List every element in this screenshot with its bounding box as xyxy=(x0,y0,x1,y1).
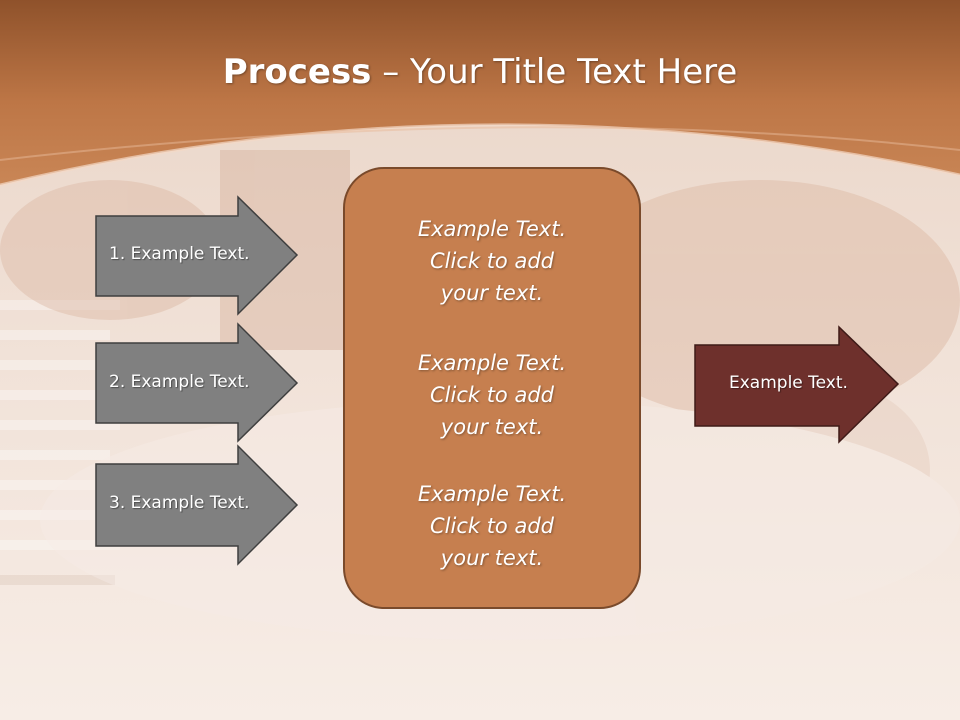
center-paragraph-1-line-3: your text. xyxy=(440,281,544,305)
center-box xyxy=(343,167,641,609)
process-arrow-1 xyxy=(95,195,299,316)
title-rest: – Your Title Text Here xyxy=(371,52,738,92)
center-paragraph-1-line-1: Example Text. xyxy=(417,217,567,241)
center-paragraph-2-line-3: your text. xyxy=(440,415,544,439)
center-paragraph-2-line-1: Example Text. xyxy=(417,351,567,375)
result-arrow-label[interactable]: Example Text. xyxy=(729,373,848,393)
center-paragraph-1-line-2: Click to add xyxy=(429,249,554,273)
slide-title[interactable]: Process – Your Title Text Here xyxy=(0,52,960,92)
process-arrow-3 xyxy=(95,444,299,566)
process-arrow-2-label[interactable]: 2. Example Text. xyxy=(109,372,250,392)
process-arrow-3-label[interactable]: 3. Example Text. xyxy=(109,493,250,513)
result-arrow xyxy=(694,325,900,444)
center-box-paragraph-2[interactable]: Example Text. Click to add your text. xyxy=(346,347,638,443)
center-paragraph-3-line-2: Click to add xyxy=(429,514,554,538)
center-paragraph-3-line-1: Example Text. xyxy=(417,482,567,506)
process-arrow-2 xyxy=(95,322,299,443)
process-arrow-1-label[interactable]: 1. Example Text. xyxy=(109,244,250,264)
center-paragraph-2-line-2: Click to add xyxy=(429,383,554,407)
center-paragraph-3-line-3: your text. xyxy=(440,546,544,570)
center-box-paragraph-3[interactable]: Example Text. Click to add your text. xyxy=(346,478,638,574)
center-box-paragraph-1[interactable]: Example Text. Click to add your text. xyxy=(346,213,638,309)
title-bold: Process xyxy=(222,52,372,92)
background-stripes xyxy=(0,300,120,585)
